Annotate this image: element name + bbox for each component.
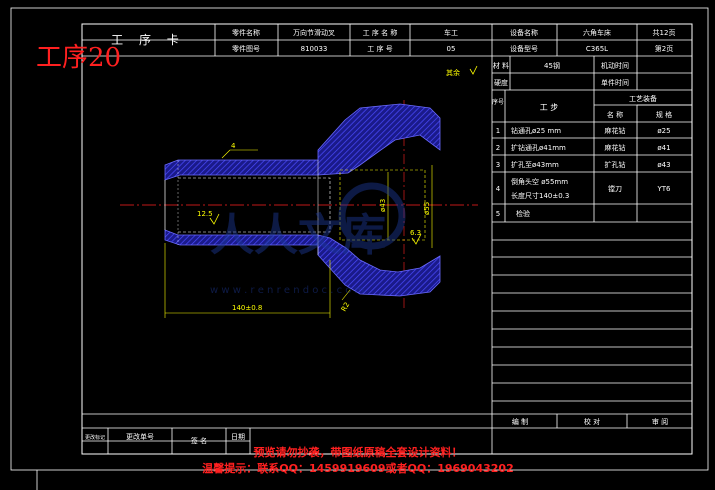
check-label: 校 对 bbox=[584, 417, 600, 426]
svg-text:扩孔至ø43mm: 扩孔至ø43mm bbox=[511, 160, 559, 169]
svg-text:扩孔钻: 扩孔钻 bbox=[605, 160, 626, 169]
watermark-url: w w w . r e n r e n d o c . c o m bbox=[210, 285, 364, 296]
equip-name-label: 设备名称 bbox=[510, 28, 538, 37]
svg-text:ø41: ø41 bbox=[657, 144, 670, 152]
svg-text:2: 2 bbox=[496, 144, 500, 152]
compile-label: 编 制 bbox=[512, 417, 528, 426]
card-title: 工 序 卡 bbox=[111, 32, 185, 47]
notice-line-2: 温馨提示：联系QQ：1459919609或者QQ：1969043202 bbox=[202, 461, 513, 475]
svg-text:3: 3 bbox=[496, 161, 500, 169]
mark-label: 更改标记 bbox=[85, 434, 105, 441]
header-grid bbox=[82, 24, 692, 454]
svg-text:1: 1 bbox=[496, 127, 500, 135]
step-row: 3 扩孔至ø43mm 扩孔钻 ø43 bbox=[496, 160, 671, 169]
svg-text:麻花钻: 麻花钻 bbox=[605, 143, 626, 152]
watermark-logo-icon bbox=[338, 182, 406, 250]
proc-name: 车工 bbox=[444, 28, 458, 37]
sign-label: 签 名 bbox=[191, 436, 207, 445]
svg-text:倒角头空 ø55mm: 倒角头空 ø55mm bbox=[511, 177, 568, 186]
roughness-note: 其余 bbox=[446, 68, 460, 77]
svg-text:ø43: ø43 bbox=[657, 161, 670, 169]
page-no: 第2页 bbox=[655, 44, 673, 53]
svg-text:镗刀: 镗刀 bbox=[608, 184, 622, 193]
review-label: 审 阅 bbox=[652, 417, 668, 426]
equip-header: 工艺装备 bbox=[629, 94, 657, 103]
part-name-label: 零件名称 bbox=[232, 28, 260, 37]
roughness-1: 12.5 bbox=[197, 210, 213, 218]
proc-name-label: 工 序 名 称 bbox=[363, 28, 398, 37]
svg-text:扩钻通孔ø41mm: 扩钻通孔ø41mm bbox=[511, 143, 566, 152]
tool-name-col: 名 称 bbox=[607, 110, 623, 119]
date-label: 日期 bbox=[231, 433, 245, 441]
material: 45钢 bbox=[544, 61, 560, 70]
part-no-label: 零件图号 bbox=[232, 44, 260, 53]
svg-text:长度尺寸140±0.3: 长度尺寸140±0.3 bbox=[511, 191, 569, 200]
step-row: 5 检验 bbox=[496, 209, 530, 218]
svg-text:YT6: YT6 bbox=[656, 185, 671, 193]
roughness-symbol-icon bbox=[469, 65, 478, 75]
part-name: 万向节滑动叉 bbox=[293, 28, 335, 37]
part-drawing bbox=[164, 103, 441, 297]
equip-name: 六角车床 bbox=[583, 28, 611, 37]
change-doc-label: 更改单号 bbox=[126, 432, 154, 441]
roughness-symbol-icon bbox=[411, 233, 422, 245]
proc-no: 05 bbox=[447, 45, 456, 53]
step-row: 2 扩钻通孔ø41mm 麻花钻 ø41 bbox=[496, 143, 671, 152]
material-label: 材 料 bbox=[493, 61, 509, 70]
sheet-title: 工序20 bbox=[36, 43, 121, 73]
svg-text:4: 4 bbox=[496, 185, 501, 193]
dim-4: 4 bbox=[231, 142, 236, 150]
watermark: 人人文库 w w w . r e n r e n d o c . c o m bbox=[210, 182, 406, 296]
dimension-lines bbox=[164, 149, 433, 318]
svg-text:5: 5 bbox=[496, 210, 500, 218]
svg-text:检验: 检验 bbox=[516, 209, 530, 218]
total-pages: 共12页 bbox=[653, 28, 676, 37]
inner-frame bbox=[81, 23, 693, 455]
equip-model-label: 设备型号 bbox=[510, 44, 538, 53]
dim-outer: ø55 bbox=[423, 202, 431, 215]
roughness-symbol-icon bbox=[209, 213, 220, 225]
outer-frame bbox=[10, 7, 709, 471]
unit-time-label: 单件时间 bbox=[601, 78, 629, 87]
svg-text:钻通孔ø25 mm: 钻通孔ø25 mm bbox=[511, 126, 561, 135]
svg-text:麻花钻: 麻花钻 bbox=[605, 126, 626, 135]
step-row: 1 钻通孔ø25 mm 麻花钻 ø25 bbox=[496, 126, 671, 135]
equip-model: C365L bbox=[586, 45, 608, 53]
machine-time-label: 机动时间 bbox=[601, 61, 629, 70]
dim-bore: ø43 bbox=[379, 199, 387, 212]
notice-line-1: 预览请勿抄袭，带图纸原稿全套设计资料！ bbox=[254, 445, 463, 459]
dim-r: R2 bbox=[340, 301, 352, 313]
step-no-label: 序号 bbox=[492, 98, 504, 106]
part-no: 810033 bbox=[301, 45, 328, 53]
tool-spec-col: 规 格 bbox=[656, 110, 672, 119]
proc-no-label: 工 序 号 bbox=[367, 44, 392, 53]
svg-text:ø25: ø25 bbox=[657, 127, 670, 135]
dim-length: 140±0.8 bbox=[232, 304, 262, 312]
hardness-label: 硬度 bbox=[494, 78, 508, 87]
watermark-brand: 人人文库 bbox=[210, 210, 386, 261]
step-label: 工 步 bbox=[540, 103, 559, 112]
roughness-2: 6.3 bbox=[410, 229, 421, 237]
step-row: 4 倒角头空 ø55mm 长度尺寸140±0.3 镗刀 YT6 bbox=[496, 177, 671, 200]
